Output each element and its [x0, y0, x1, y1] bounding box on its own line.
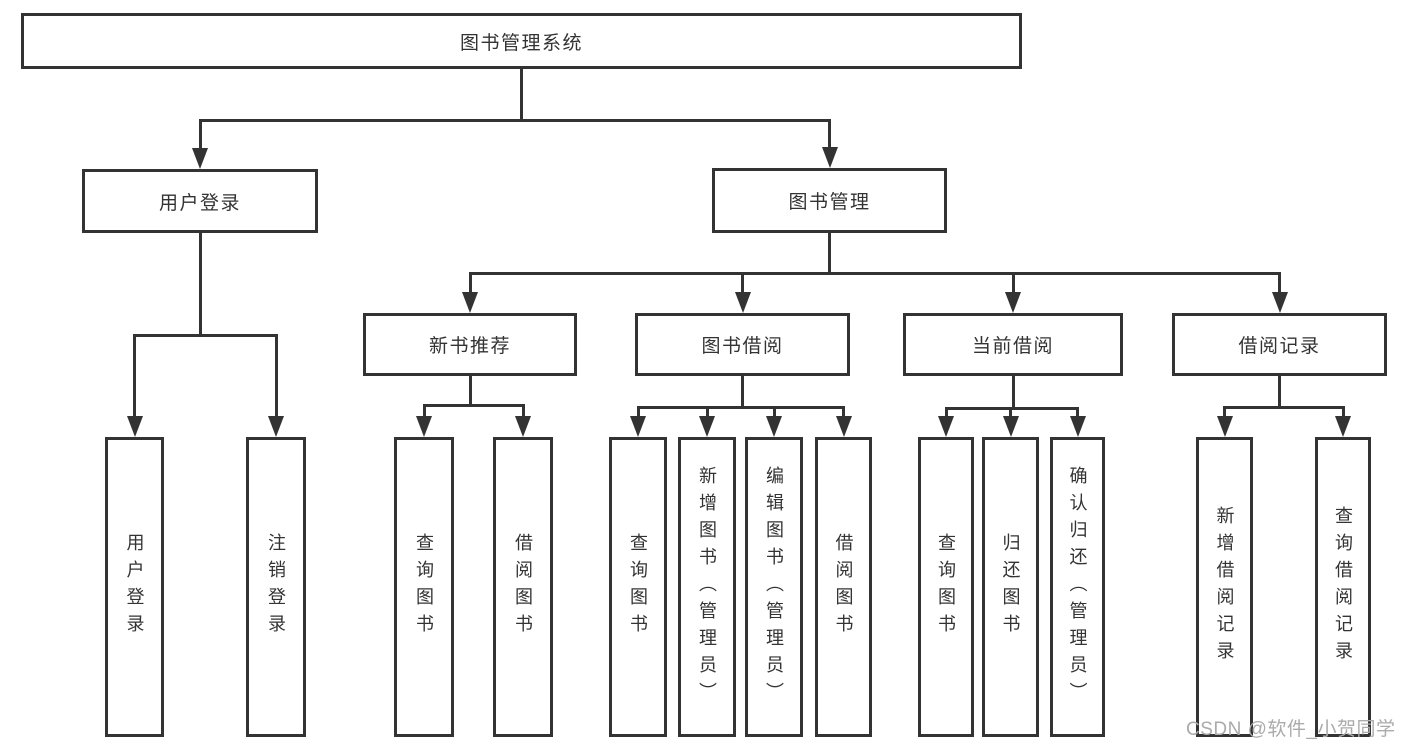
arrowhead-down-icon [1069, 416, 1086, 437]
node-label: 借阅图书 [833, 533, 854, 641]
node-label: 借阅图书 [513, 533, 533, 641]
arrowhead-down-icon [1335, 416, 1351, 437]
node-label: 图书管理系统 [459, 32, 583, 54]
node-label: 确认归还（管理员） [1067, 465, 1088, 709]
arrowhead-down-icon [835, 416, 852, 437]
arrowhead-down-icon [1216, 416, 1233, 437]
node-label: 注销登录 [266, 533, 286, 641]
connector-stem [1278, 376, 1281, 407]
node-book-mgmt: 图书管理 [712, 168, 947, 233]
connector-stem [828, 233, 831, 273]
arrowhead-down-icon [766, 416, 782, 437]
connector-stem [198, 233, 202, 335]
connector-drop [772, 407, 776, 418]
node-label: 查询借阅记录 [1333, 506, 1353, 668]
node-v-user-login: 用户登录 [105, 437, 164, 737]
node-v-return-book: 归还图书 [982, 437, 1039, 737]
node-root: 图书管理系统 [21, 13, 1022, 69]
node-label: 编辑图书（管理员） [764, 465, 784, 709]
node-v-logout: 注销登录 [246, 437, 306, 737]
connector-drop [842, 407, 845, 418]
arrowhead-down-icon [515, 416, 531, 437]
connector-drop [636, 407, 640, 418]
node-label: 新增图书（管理员） [697, 465, 717, 709]
connector-stem [741, 376, 744, 407]
node-v-add-borrow-record: 新增借阅记录 [1196, 437, 1253, 737]
node-label: 查询图书 [414, 533, 434, 641]
node-label: 当前借阅 [971, 336, 1054, 357]
node-v-query-book-2: 查询图书 [609, 437, 667, 737]
arrowhead-down-icon [734, 292, 751, 313]
node-user-login: 用户登录 [82, 169, 318, 233]
connector-bus [133, 333, 278, 337]
node-new-book-rec: 新书推荐 [363, 313, 577, 376]
node-borrow-record: 借阅记录 [1172, 313, 1387, 376]
connector-drop [1011, 273, 1015, 294]
connector-drop [1223, 407, 1226, 418]
arrowhead-down-icon [1005, 292, 1021, 313]
connector-drop [468, 273, 472, 294]
connector-drop [944, 408, 948, 418]
node-label: 查询图书 [936, 533, 956, 641]
connector-drop [741, 273, 744, 294]
node-label: 归还图书 [1000, 533, 1021, 641]
arrowhead-down-icon [1271, 292, 1288, 313]
arrowhead-down-icon [821, 147, 838, 168]
node-label: 借阅记录 [1238, 336, 1321, 357]
node-v-edit-book: 编辑图书（管理员） [745, 437, 803, 737]
node-book-borrow: 图书借阅 [635, 313, 850, 376]
node-current-borrow: 当前借阅 [903, 313, 1123, 376]
node-label: 新书推荐 [428, 336, 511, 357]
arrowhead-down-icon [699, 416, 715, 437]
connector-stem [1011, 376, 1015, 408]
connector-bus [422, 403, 525, 407]
node-v-borrow-book-2: 借阅图书 [815, 437, 872, 737]
connector-drop [828, 120, 831, 149]
node-v-borrow-book-1: 借阅图书 [493, 437, 553, 737]
connector-stem [520, 69, 523, 120]
connector-stem [468, 376, 472, 405]
connector-drop [1076, 408, 1079, 418]
connector-bus [1223, 405, 1345, 409]
connector-bus [468, 271, 1281, 275]
node-v-add-book: 新增图书（管理员） [678, 437, 736, 737]
node-label: 查询图书 [628, 533, 648, 641]
node-v-query-borrow-record: 查询借阅记录 [1315, 437, 1371, 737]
connector-drop [521, 405, 525, 418]
node-v-query-book-3: 查询图书 [918, 437, 974, 737]
csdn-watermark: CSDN @软件_小贺同学 [1186, 719, 1396, 740]
connector-drop [422, 405, 426, 418]
arrowhead-down-icon [938, 416, 954, 437]
arrowhead-down-icon [192, 148, 208, 169]
arrowhead-down-icon [462, 292, 478, 313]
arrowhead-down-icon [630, 416, 646, 437]
node-label: 图书借阅 [701, 336, 784, 357]
connector-drop [1278, 273, 1281, 294]
connector-bus [636, 405, 845, 409]
connector-drop [274, 335, 278, 418]
arrowhead-down-icon [268, 416, 284, 437]
node-label: 用户登录 [124, 533, 145, 641]
node-label: 图书管理 [788, 192, 871, 213]
arrowhead-down-icon [126, 416, 143, 437]
connector-drop [198, 120, 202, 150]
connector-drop [1341, 407, 1345, 418]
arrowhead-down-icon [416, 416, 432, 437]
connector-bus [198, 118, 831, 122]
node-v-confirm-return: 确认归还（管理员） [1050, 437, 1105, 737]
connector-drop [705, 407, 709, 418]
node-label: 用户登录 [158, 192, 241, 214]
node-v-query-book-1: 查询图书 [394, 437, 454, 737]
connector-drop [1009, 408, 1012, 418]
arrowhead-down-icon [1002, 416, 1019, 437]
node-label: 新增借阅记录 [1214, 506, 1235, 668]
connector-drop [133, 335, 136, 418]
